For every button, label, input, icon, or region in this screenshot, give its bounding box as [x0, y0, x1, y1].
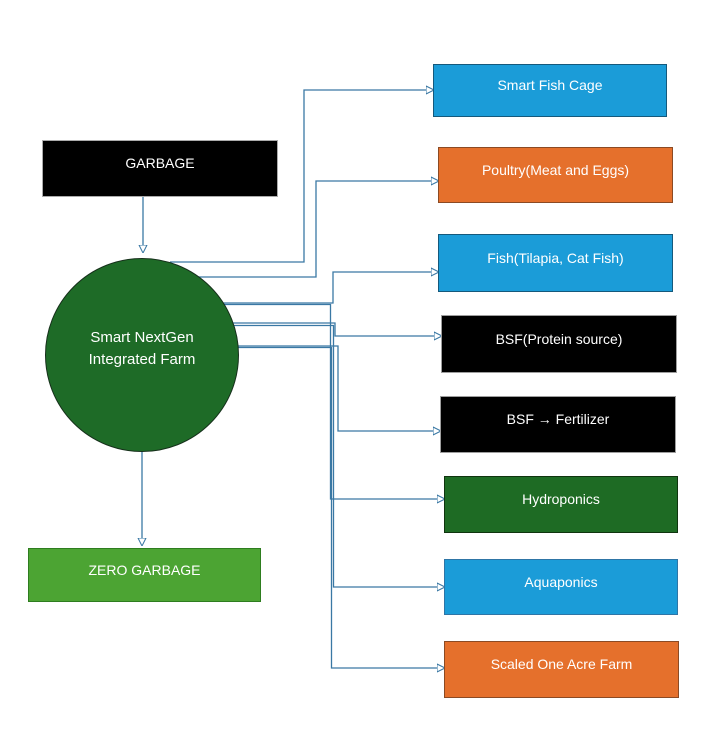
- branch-box-smart-fish-cage: Smart Fish Cage: [433, 64, 667, 117]
- garbage-box: GARBAGE: [42, 140, 278, 197]
- hub-label-line1: Smart NextGen: [90, 328, 194, 346]
- branch-box-aquaponics: Aquaponics: [444, 559, 678, 615]
- branch-label: Fish(Tilapia, Cat Fish): [487, 249, 624, 266]
- branch-label: Poultry(Meat and Eggs): [481, 161, 630, 178]
- zero-garbage-box: ZERO GARBAGE: [28, 548, 261, 602]
- connector-bsf-fertilizer: [237, 345, 433, 431]
- branch-label: Aquaponics: [524, 573, 598, 590]
- branch-box-bsf-fertilizer: BSF → Fertilizer: [440, 396, 676, 453]
- hub-label-line2: Integrated Farm: [88, 350, 196, 368]
- branch-box-scaled-farm: Scaled One Acre Farm: [444, 641, 679, 698]
- connector-fish-tilapia: [222, 272, 431, 304]
- branch-label: Scaled One Acre Farm: [490, 656, 633, 672]
- branch-label: BSF(Protein source): [495, 330, 623, 347]
- zero-garbage-label: ZERO GARBAGE: [88, 561, 201, 578]
- connector-poultry: [198, 181, 431, 278]
- branch-label: Hydroponics: [522, 491, 600, 507]
- branch-label: Smart Fish Cage: [497, 77, 603, 93]
- garbage-label: GARBAGE: [125, 155, 195, 171]
- branch-box-bsf-protein: BSF(Protein source): [441, 315, 677, 373]
- hub-circle: Smart NextGen Integrated Farm: [45, 258, 239, 452]
- branch-box-poultry: Poultry(Meat and Eggs): [438, 147, 673, 203]
- branch-label: BSF → Fertilizer: [506, 411, 610, 427]
- connector-smart-fish-cage: [170, 90, 426, 263]
- branch-box-hydroponics: Hydroponics: [444, 476, 678, 533]
- connector-hydroponics: [222, 303, 437, 500]
- connector-bsf-protein: [232, 322, 434, 336]
- connector-aquaponics: [233, 324, 437, 588]
- branch-box-fish-tilapia: Fish(Tilapia, Cat Fish): [438, 234, 673, 292]
- connector-scaled-farm: [237, 346, 437, 669]
